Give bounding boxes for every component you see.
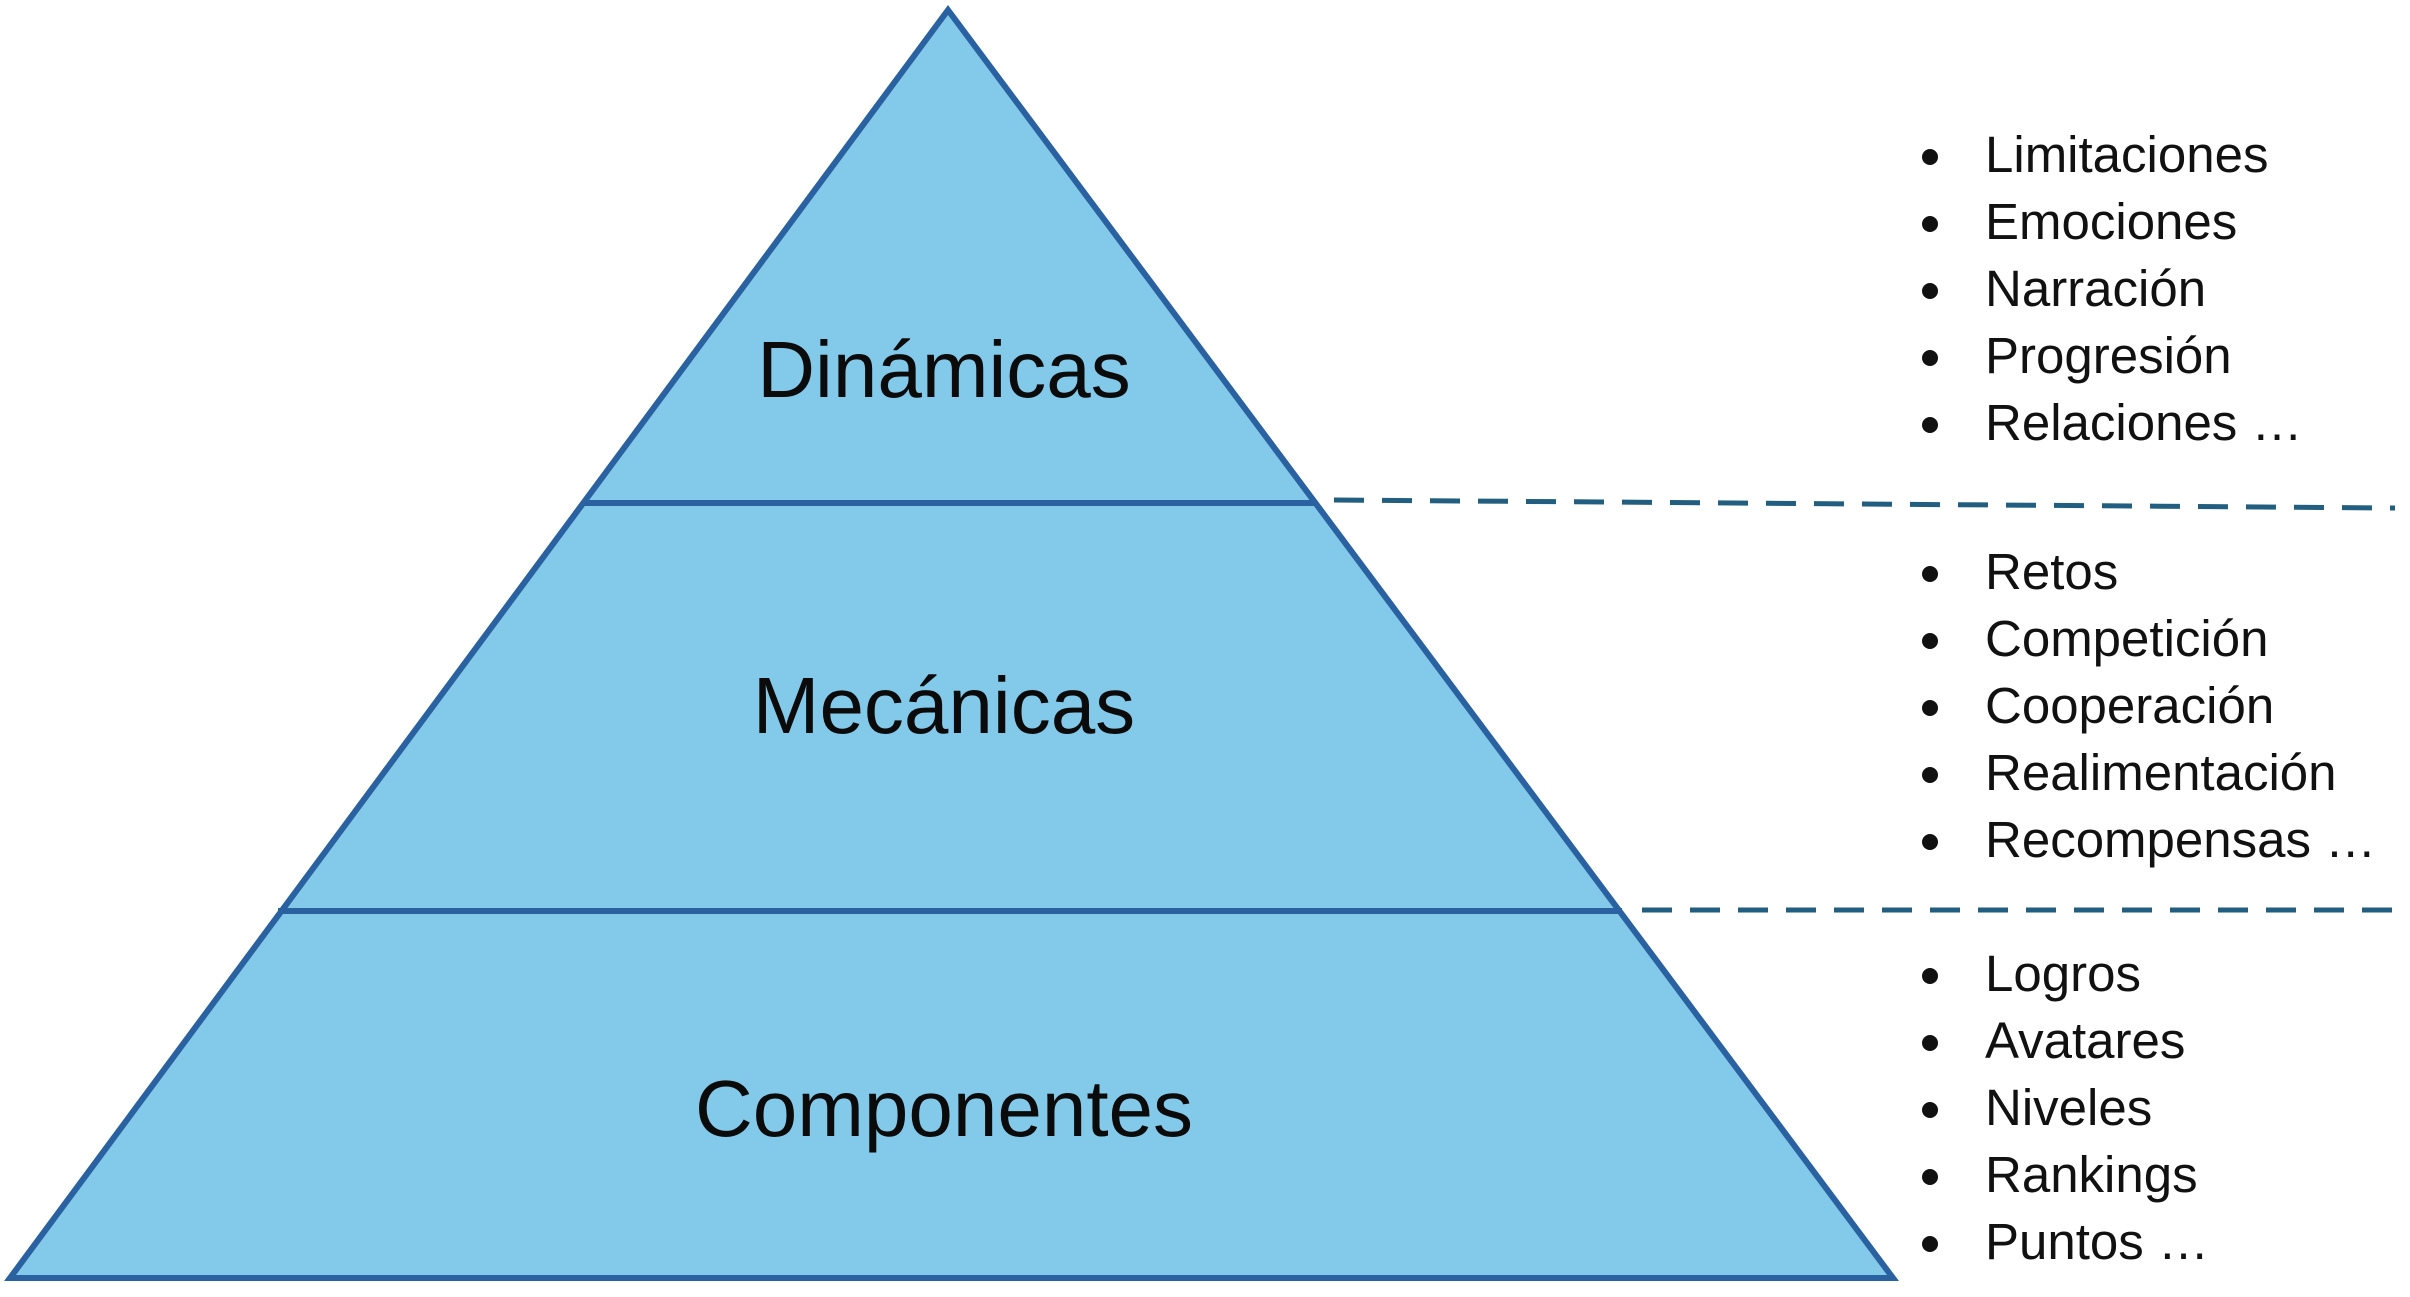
tier-label-dinamicas: Dinámicas <box>757 325 1130 414</box>
list-item: Logros <box>1905 940 2209 1007</box>
list-item: Puntos … <box>1905 1208 2209 1275</box>
tier-label-mecanicas: Mecánicas <box>753 661 1135 750</box>
list-item: Retos <box>1905 538 2376 605</box>
list-item: Limitaciones <box>1905 121 2302 188</box>
list-item: Progresión <box>1905 322 2302 389</box>
tier-item-lists: Limitaciones Emociones Narración Progres… <box>1905 0 2410 1292</box>
list-item: Relaciones … <box>1905 389 2302 456</box>
list-item: Niveles <box>1905 1074 2209 1141</box>
list-item: Cooperación <box>1905 672 2376 739</box>
list-item: Rankings <box>1905 1141 2209 1208</box>
componentes-item-list: Logros Avatares Niveles Rankings Puntos … <box>1905 940 2209 1275</box>
dashed-separator-top <box>1333 497 2396 511</box>
list-item: Recompensas … <box>1905 806 2376 873</box>
dinamicas-item-list: Limitaciones Emociones Narración Progres… <box>1905 121 2302 456</box>
list-item: Narración <box>1905 255 2302 322</box>
list-item: Emociones <box>1905 188 2302 255</box>
list-item: Realimentación <box>1905 739 2376 806</box>
tier-label-componentes: Componentes <box>695 1064 1193 1153</box>
list-item: Competición <box>1905 605 2376 672</box>
mecanicas-item-list: Retos Competición Cooperación Realimenta… <box>1905 538 2376 873</box>
pyramid-shape <box>4 4 1899 1281</box>
list-item: Avatares <box>1905 1007 2209 1074</box>
